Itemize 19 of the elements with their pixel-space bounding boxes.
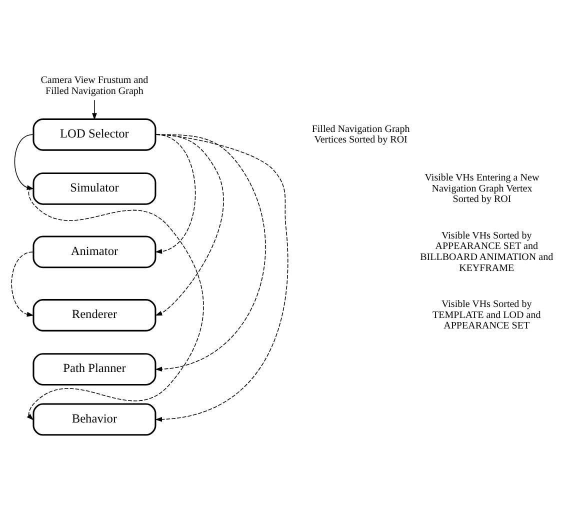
- node-box: Animator: [32, 235, 156, 268]
- legend-label: Filled Navigation Graph Vertices Sorted by ROI: [312, 123, 410, 146]
- arrow: [155, 134, 196, 254]
- arrow: [14, 134, 34, 190]
- arrow: [92, 99, 97, 120]
- legend-label: Visible VHs Sorted by APPEARANCE SET and BILLBOARD ANIMATION and KEYFRAME: [420, 230, 554, 274]
- legend-label: Visible VHs Sorted by TEMPLATE and LOD and APPEARANCE SET: [432, 298, 541, 332]
- node-box: Renderer: [32, 298, 156, 331]
- arrow: [155, 134, 224, 316]
- arrow: [155, 134, 288, 422]
- node-box: Path Planner: [32, 352, 156, 385]
- node-box: LOD Selector: [32, 118, 156, 150]
- arrow: [155, 134, 266, 372]
- arrow: [26, 188, 204, 420]
- node-box: Simulator: [32, 172, 156, 204]
- arrow: [11, 251, 34, 316]
- node-box: Behavior: [32, 402, 156, 436]
- legend-label: Visible VHs Entering a New Navigation Graph Vertex Sorted by ROI: [424, 172, 540, 205]
- node-text: Camera View Frustum and Filled Navigation Graph: [40, 74, 148, 97]
